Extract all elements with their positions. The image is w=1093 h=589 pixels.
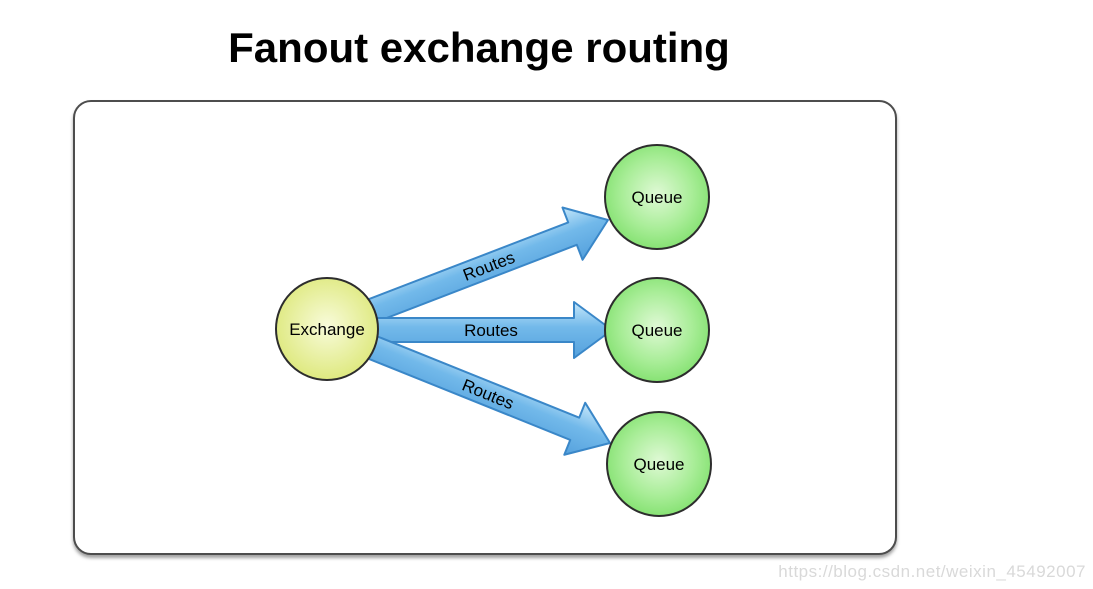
page-title: Fanout exchange routing [228, 24, 730, 71]
routes-arrow-middle: Routes [369, 301, 613, 359]
queue-label: Queue [633, 455, 684, 474]
queue-label: Queue [631, 321, 682, 340]
exchange-label: Exchange [289, 320, 365, 339]
exchange-node: Exchange [275, 277, 379, 381]
queue-node-2: Queue [604, 277, 710, 383]
arrow-shape [369, 301, 613, 359]
arrow-shape [361, 332, 612, 456]
queue-node-1: Queue [604, 144, 710, 250]
queue-circle [604, 144, 710, 250]
exchange-circle [275, 277, 379, 381]
watermark: https://blog.csdn.net/weixin_45492007 [778, 562, 1086, 581]
queue-circle [604, 277, 710, 383]
arrow-shape [361, 206, 609, 326]
fanout-diagram: Routes Routes Routes Exchange Queue Queu… [275, 144, 712, 517]
routes-label: Routes [464, 321, 518, 340]
queue-circle [606, 411, 712, 517]
queue-node-3: Queue [606, 411, 712, 517]
queue-label: Queue [631, 188, 682, 207]
